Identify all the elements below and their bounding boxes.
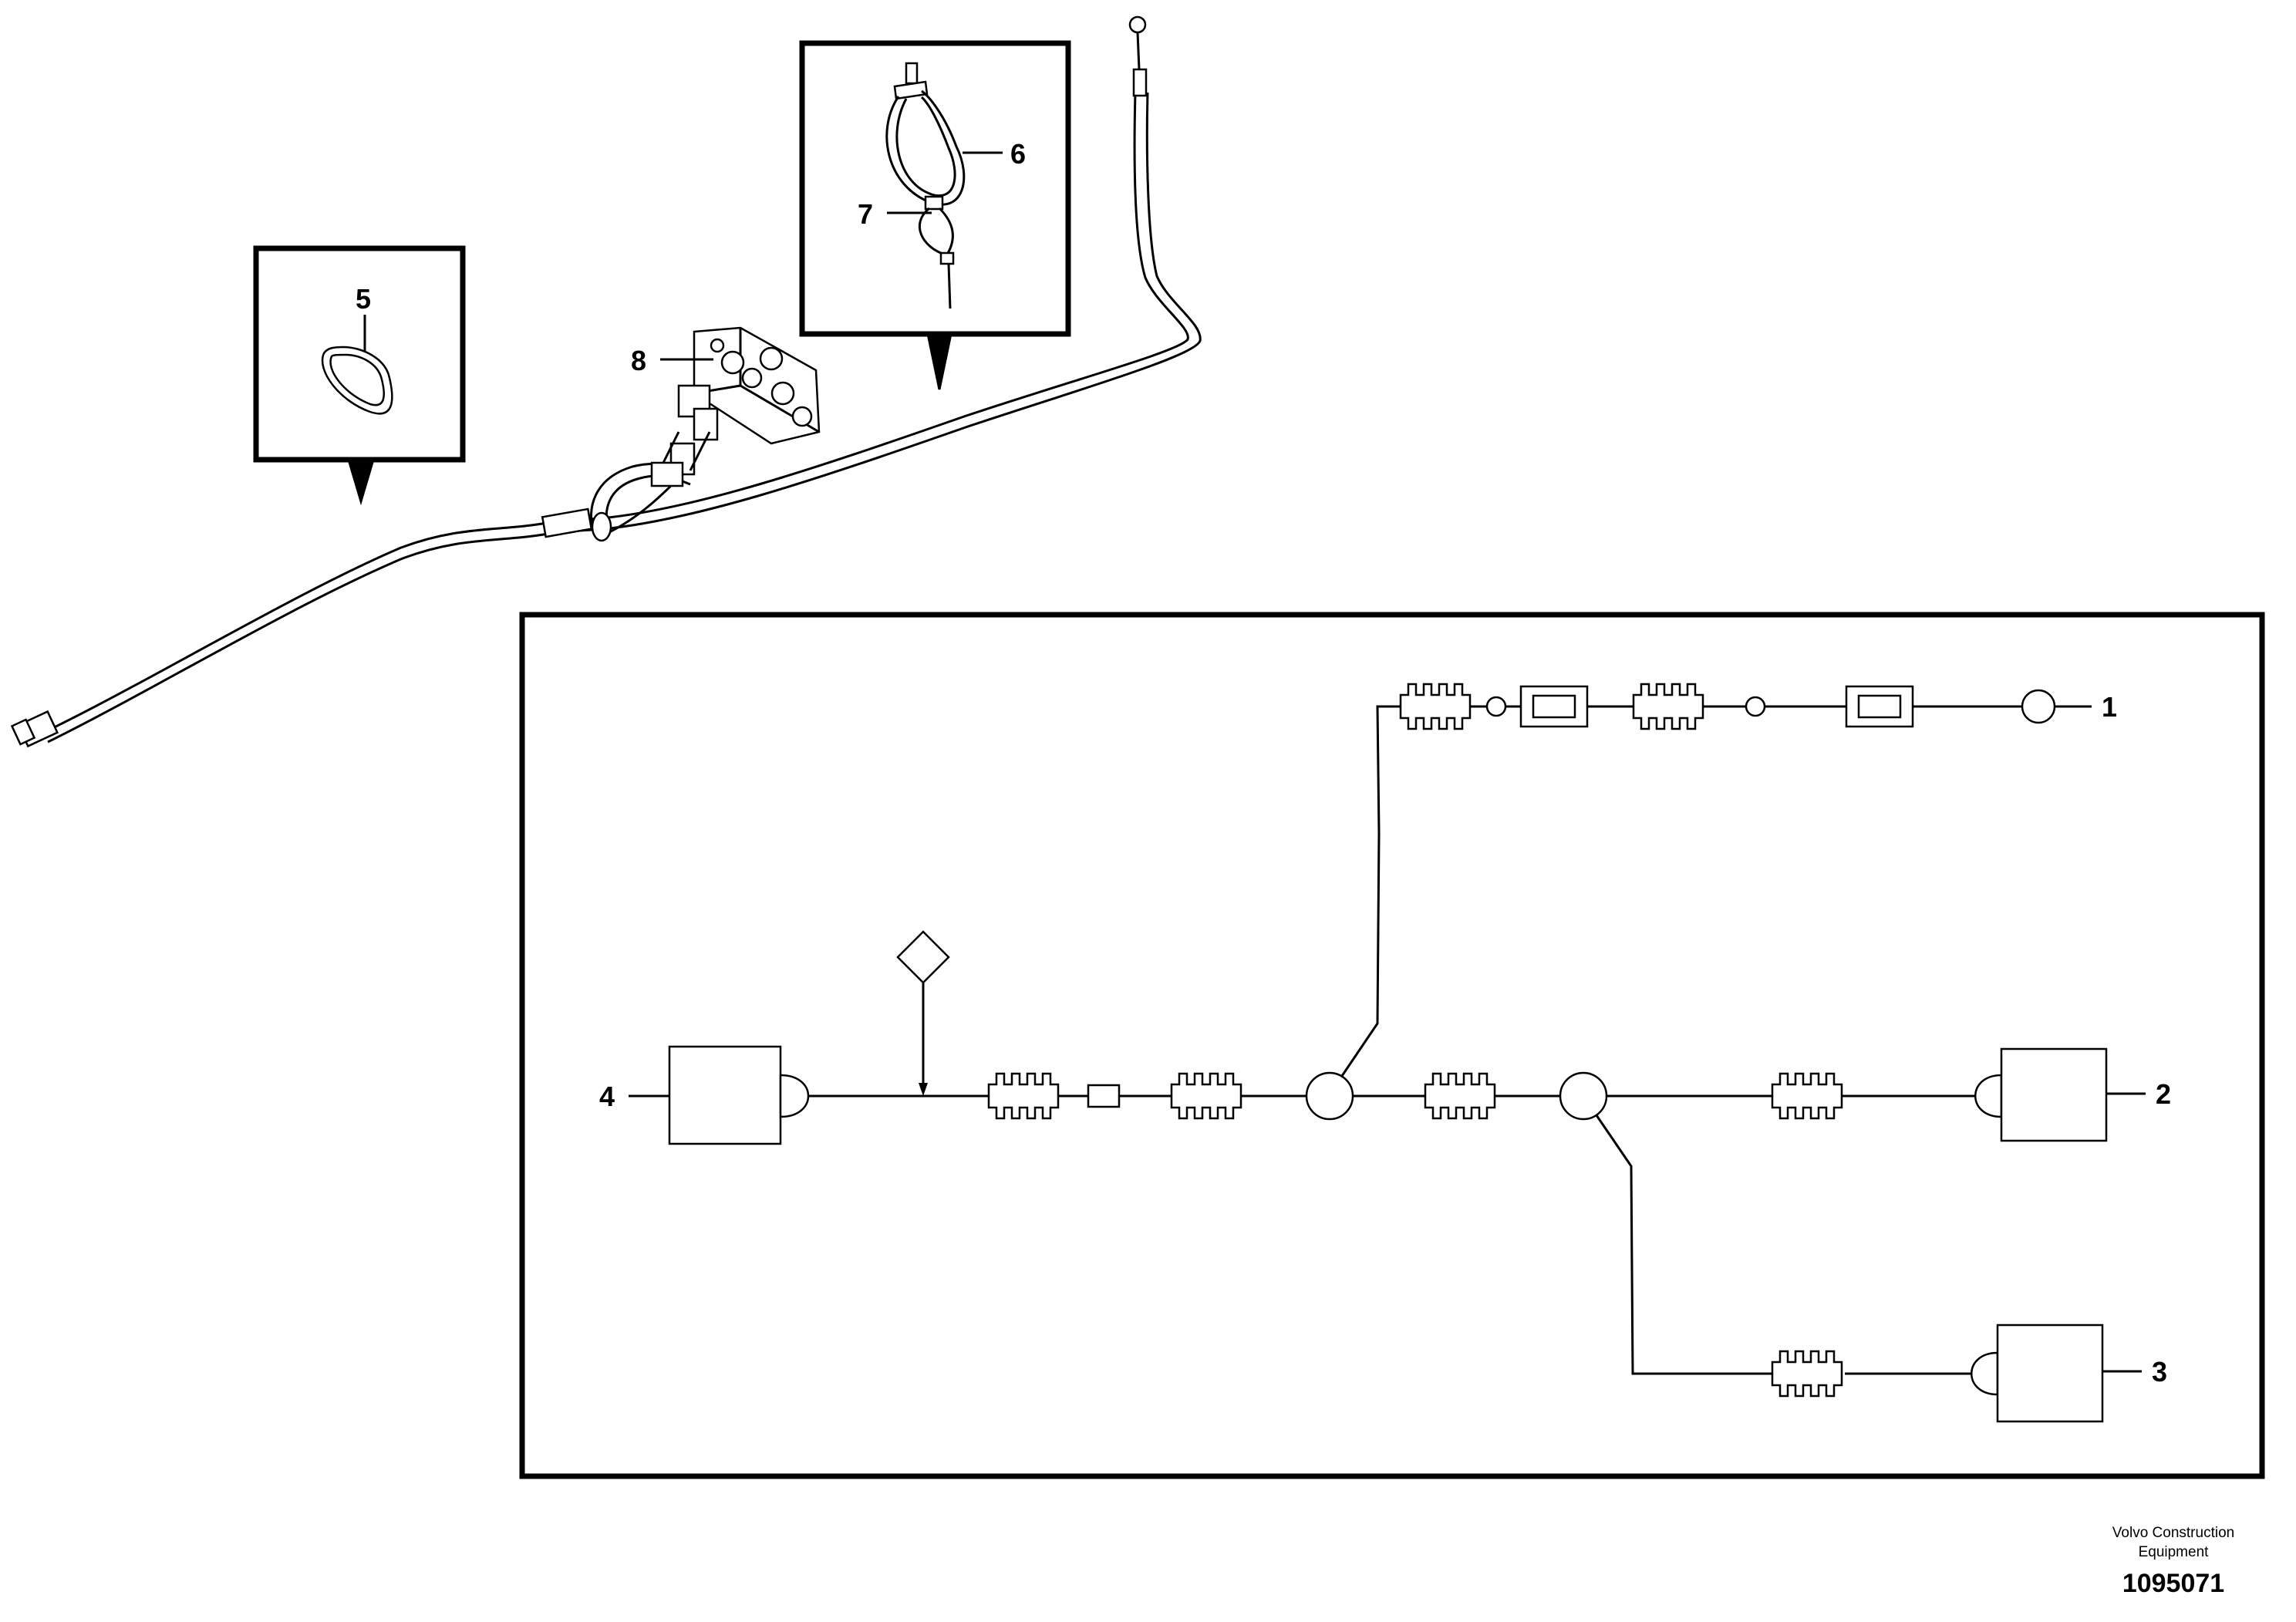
grommet-icon bbox=[321, 346, 393, 415]
connector-e bbox=[1771, 1350, 1843, 1398]
ring-terminal-icon bbox=[1128, 15, 1148, 97]
plug-3 bbox=[1971, 1351, 1999, 1396]
plug-4 bbox=[779, 1074, 810, 1118]
diamond-symbol bbox=[896, 930, 950, 984]
callout-5: 5 bbox=[356, 283, 371, 315]
connector-a bbox=[987, 1072, 1060, 1120]
callout-3: 3 bbox=[2152, 1356, 2167, 1388]
splice-small bbox=[1087, 1084, 1121, 1108]
detail-box-grommet: 5 bbox=[253, 245, 466, 506]
harness-illustration: 8 bbox=[10, 15, 1202, 748]
connector-c bbox=[1424, 1072, 1496, 1120]
callout-1: 1 bbox=[2102, 691, 2117, 723]
wiring-schematic: 4 2 3 bbox=[519, 612, 2265, 1479]
plug-icon bbox=[10, 710, 59, 748]
main-cable-outline bbox=[47, 92, 1202, 744]
callout-8: 8 bbox=[631, 345, 646, 376]
branch-node-1 bbox=[1305, 1071, 1354, 1121]
control-unit-2 bbox=[2000, 1047, 2108, 1142]
detail-box-cable-tie: 6 7 bbox=[799, 40, 1071, 390]
company-name-line1: Volvo Construction bbox=[2112, 1525, 2234, 1541]
callout-6: 6 bbox=[1010, 138, 1026, 170]
connector-g bbox=[1632, 683, 1704, 730]
splice-point-2 bbox=[1745, 696, 1766, 717]
ground-terminal bbox=[2021, 689, 2056, 724]
drawing-number: 1095071 bbox=[2122, 1569, 2224, 1598]
callout-2: 2 bbox=[2156, 1078, 2171, 1110]
connector-f bbox=[1399, 683, 1472, 730]
company-name-line2: Equipment bbox=[2139, 1544, 2210, 1560]
main-cable bbox=[46, 92, 1189, 733]
schematic-frame bbox=[519, 612, 2265, 1479]
branch-to-3 bbox=[1595, 1114, 1772, 1375]
splice-point-1 bbox=[1485, 696, 1507, 717]
inline-connector-icon bbox=[541, 508, 612, 542]
footer: Volvo Construction Equipment 1095071 bbox=[2112, 1525, 2234, 1598]
branch-to-1 bbox=[1340, 705, 1401, 1077]
control-unit-4 bbox=[668, 1045, 782, 1145]
branch-node-2 bbox=[1559, 1071, 1608, 1121]
callout-7: 7 bbox=[858, 198, 873, 230]
connector-d bbox=[1771, 1072, 1843, 1120]
callout-4: 4 bbox=[599, 1081, 615, 1112]
valve-block-icon bbox=[650, 326, 821, 487]
control-unit-3 bbox=[1996, 1324, 2104, 1423]
plug-2 bbox=[1974, 1074, 2003, 1118]
connector-b bbox=[1170, 1072, 1242, 1120]
